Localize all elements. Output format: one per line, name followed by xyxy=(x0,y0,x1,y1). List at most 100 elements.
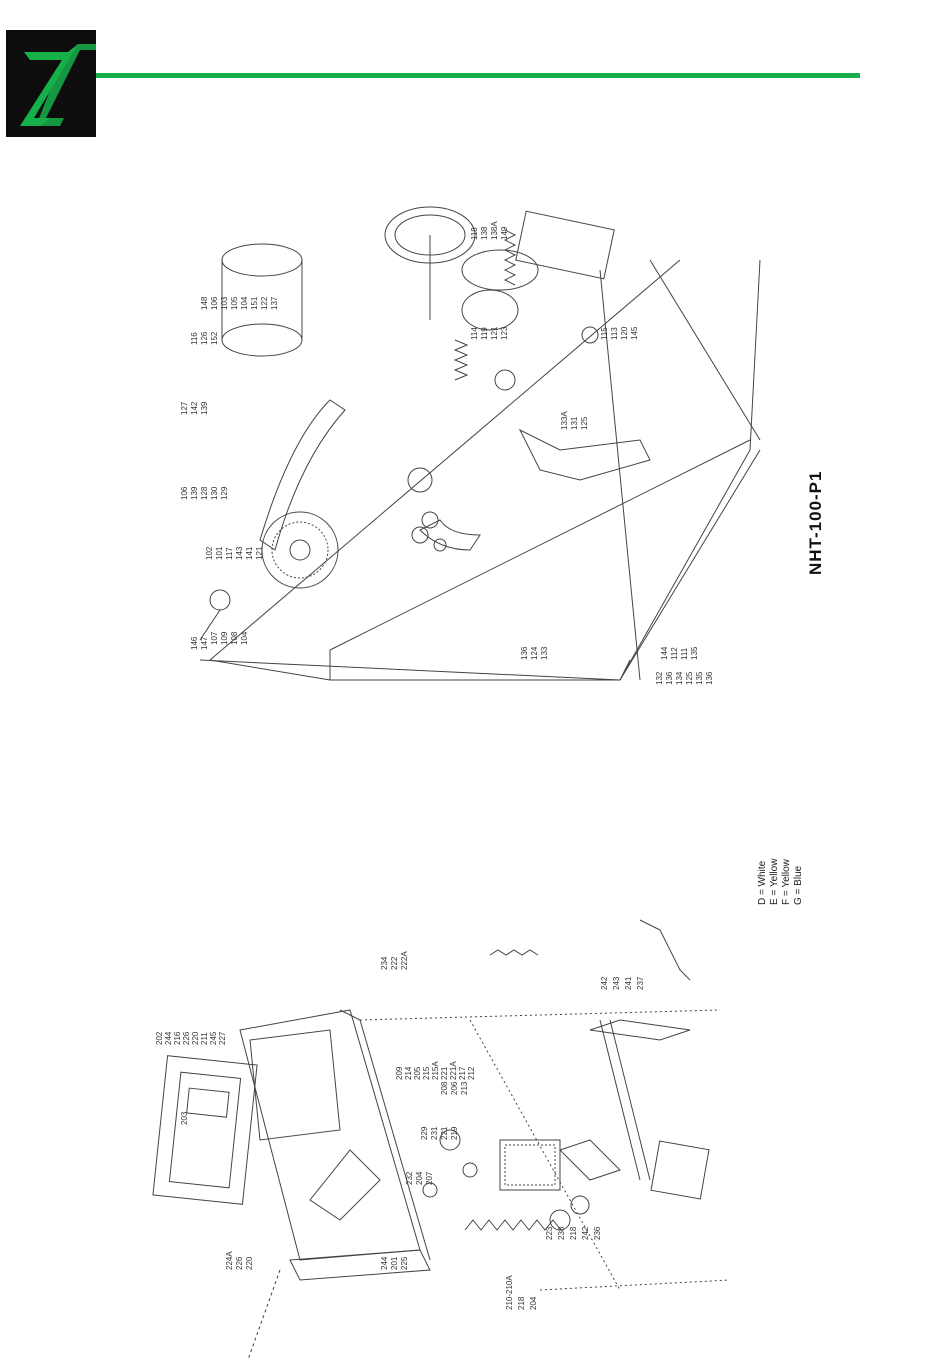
callout-number: 224A xyxy=(225,1251,234,1270)
callout-number: 109 xyxy=(220,631,229,645)
callout-number: 115 xyxy=(600,327,609,340)
callout-number: 145 xyxy=(630,326,639,340)
callout-number: 236 xyxy=(593,1226,602,1240)
callout-number: 121 xyxy=(490,326,499,340)
callout-number: 131 xyxy=(570,416,579,430)
callout-number: 138A xyxy=(490,221,499,240)
callout-number: 116 xyxy=(190,332,199,345)
callout-number: 212 xyxy=(467,1066,476,1080)
callout-number: 213 xyxy=(460,1081,469,1095)
callout-number: 229 xyxy=(420,1126,429,1140)
callout-number: 204 xyxy=(529,1296,538,1310)
callout-number: 222 xyxy=(390,956,399,970)
callout-number: 220 xyxy=(191,1031,200,1045)
callout-number: 206 xyxy=(450,1081,459,1095)
callout-number: 102 xyxy=(205,546,214,560)
exploded-parts-diagram: NHT-100-P1 D = White E = Yellow F = Yell… xyxy=(0,140,950,1359)
callout-number: 126 xyxy=(200,331,209,345)
callout-number: 119 xyxy=(480,327,489,340)
callout-number: 226 xyxy=(182,1031,191,1045)
callout-number: 141 xyxy=(245,546,254,560)
callout-number: 223 xyxy=(545,1226,554,1240)
callout-number: 232 xyxy=(405,1171,414,1185)
callout-number: 129 xyxy=(220,486,229,500)
callout-number: 106 xyxy=(180,486,189,500)
callout-number: 118 xyxy=(470,227,479,240)
callout-number: 133 xyxy=(540,646,549,660)
callout-number: 105 xyxy=(230,296,239,310)
callout-number: 211 xyxy=(200,1032,209,1045)
callout-number: 218 xyxy=(569,1226,578,1240)
callout-number: 207 xyxy=(425,1171,434,1185)
callout-number: 103 xyxy=(220,296,229,310)
callout-number: 208 xyxy=(440,1081,449,1095)
callout-number: 130 xyxy=(210,486,219,500)
callout-number: 221 xyxy=(440,1066,449,1080)
legend-line-yellow-e: E = Yellow xyxy=(769,858,780,905)
callout-number: 127 xyxy=(180,401,189,415)
callout-number: 215 xyxy=(422,1066,431,1080)
callout-number: 132 xyxy=(655,671,664,685)
callout-number: 135 xyxy=(695,671,704,685)
callout-number: 112 xyxy=(670,647,679,660)
callout-number: 218 xyxy=(517,1296,526,1310)
callout-number: 231 xyxy=(430,1126,439,1140)
callout-number: 202 xyxy=(155,1031,164,1045)
callout-number: 108 xyxy=(230,631,239,645)
legend-line-white: D = White xyxy=(757,860,768,905)
callout-number: 201 xyxy=(390,1256,399,1270)
legend-line-yellow-f: F = Yellow xyxy=(781,859,792,905)
callout-number: 205 xyxy=(413,1066,422,1080)
callout-number: 221 xyxy=(440,1126,449,1140)
callout-number: 124 xyxy=(530,646,539,660)
callout-number: 123 xyxy=(500,326,509,340)
callout-number: 128 xyxy=(200,486,209,500)
callout-number: 139 xyxy=(190,486,199,500)
callout-number: 221A xyxy=(449,1061,458,1080)
callout-number: 217 xyxy=(458,1066,467,1080)
callout-number: 220 xyxy=(245,1256,254,1270)
callout-number: 210-210A xyxy=(505,1275,514,1310)
callout-number: 215A xyxy=(431,1061,440,1080)
callout-number: 146 xyxy=(190,636,199,650)
callout-number: 242 xyxy=(581,1226,590,1240)
callout-number: 134 xyxy=(675,671,684,685)
callout-number: 133A xyxy=(560,411,569,430)
callout-number: 125 xyxy=(580,416,589,430)
callout-number: 203 xyxy=(180,1111,189,1125)
callout-number: 104 xyxy=(240,631,249,645)
callout-number: 104 xyxy=(240,296,249,310)
callout-number: 148 xyxy=(200,296,209,310)
callout-number: 101 xyxy=(215,546,224,560)
callout-number: 147 xyxy=(200,636,209,650)
callout-number: 143 xyxy=(235,546,244,560)
callout-number: 113 xyxy=(610,327,619,340)
header-rule xyxy=(96,73,860,78)
callout-number: 245 xyxy=(209,1031,218,1045)
callout-number: 136 xyxy=(520,646,529,660)
callout-number: 151 xyxy=(250,296,259,310)
logo-z-mark xyxy=(20,44,96,126)
legend-line-blue: G = Blue xyxy=(793,865,804,905)
callout-number: 135 xyxy=(690,646,699,660)
color-legend: D = White E = Yellow F = Yellow G = Blue xyxy=(757,825,837,905)
model-label: NHT-100-P1 xyxy=(806,470,825,575)
callout-number: 152 xyxy=(210,331,219,345)
callout-number: 244 xyxy=(164,1031,173,1045)
parts-line-art xyxy=(152,206,761,1359)
callout-number: 227 xyxy=(218,1031,227,1045)
callout-number: 107 xyxy=(210,631,219,645)
callout-number: 234 xyxy=(380,956,389,970)
callout-number: 117 xyxy=(225,547,234,560)
callout-number: 111 xyxy=(680,647,689,660)
callout-number: 137 xyxy=(270,296,279,310)
callout-number: 238 xyxy=(557,1226,566,1240)
callout-number: 122 xyxy=(260,296,269,310)
callout-number: 243 xyxy=(612,976,621,990)
callout-number: 204 xyxy=(415,1171,424,1185)
callout-number: 138 xyxy=(480,226,489,240)
callout-number: 216 xyxy=(173,1031,182,1045)
callout-number: 121 xyxy=(255,546,264,560)
callout-number: 219 xyxy=(450,1126,459,1140)
callout-number: 144 xyxy=(660,646,669,660)
